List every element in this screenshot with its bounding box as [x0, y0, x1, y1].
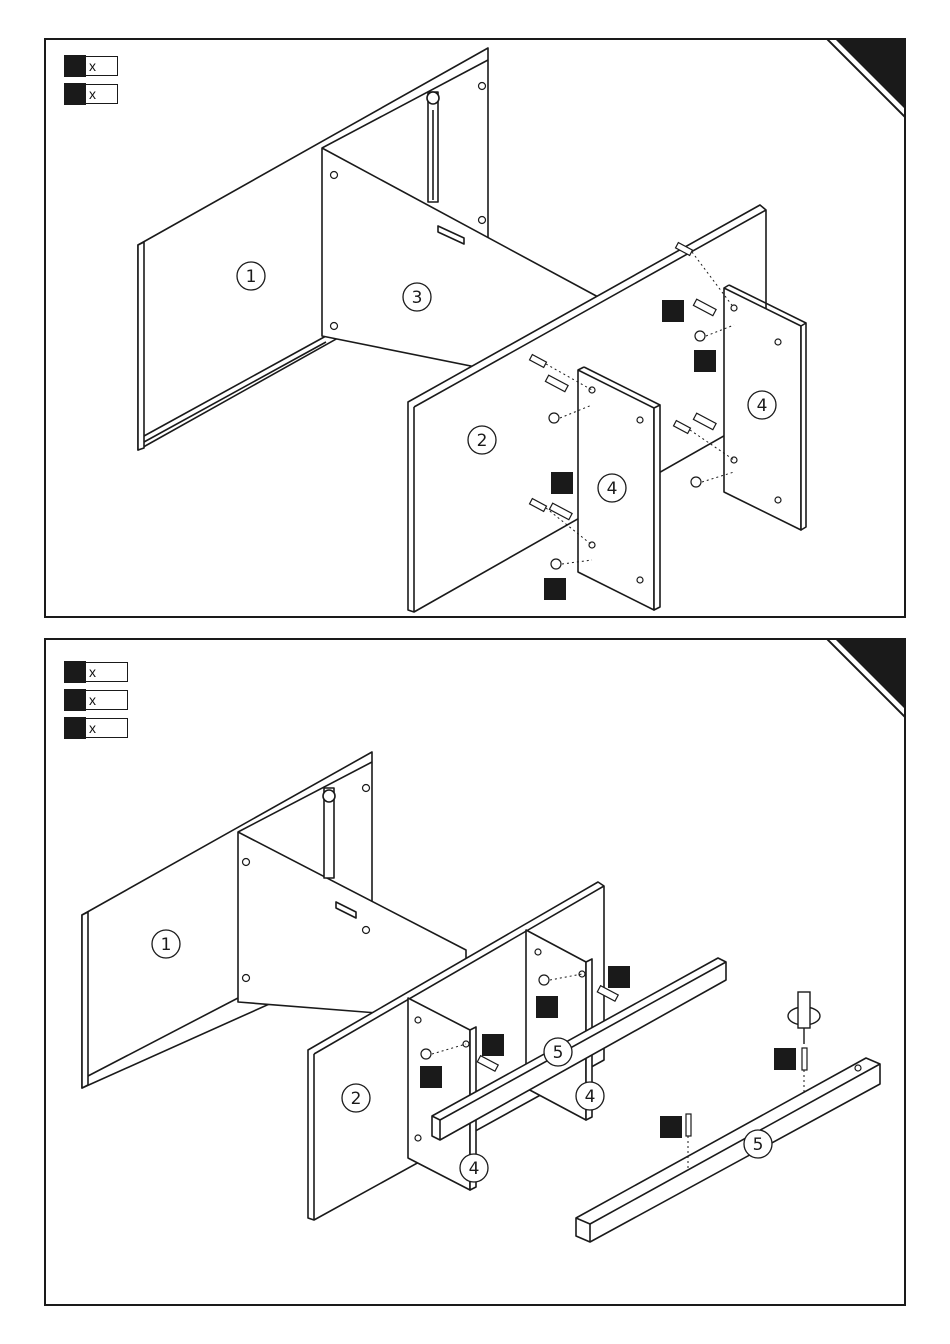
- assembly-step-panel-2: x x x: [44, 638, 906, 1306]
- part-label-2: 2: [477, 431, 488, 451]
- part-label-3: 3: [412, 288, 423, 308]
- assembly-step-panel-1: x x: [44, 38, 906, 618]
- part-label-1: 1: [246, 267, 257, 287]
- part-label-5: 5: [753, 1135, 764, 1155]
- part-label-4: 4: [607, 479, 618, 499]
- part-label-5: 5: [553, 1043, 564, 1063]
- side-panel-4-left: [408, 998, 470, 1190]
- step-2-illustration: 1 2 4 4 5 5: [46, 640, 908, 1308]
- part-label-4: 4: [585, 1087, 596, 1107]
- part-label-1: 1: [161, 935, 172, 955]
- part-label-4: 4: [469, 1159, 480, 1179]
- step-1-illustration: 1 3 2 4 4: [46, 40, 908, 620]
- part-label-4: 4: [757, 396, 768, 416]
- rail-5-loose: [576, 1058, 880, 1242]
- part-label-2: 2: [351, 1089, 362, 1109]
